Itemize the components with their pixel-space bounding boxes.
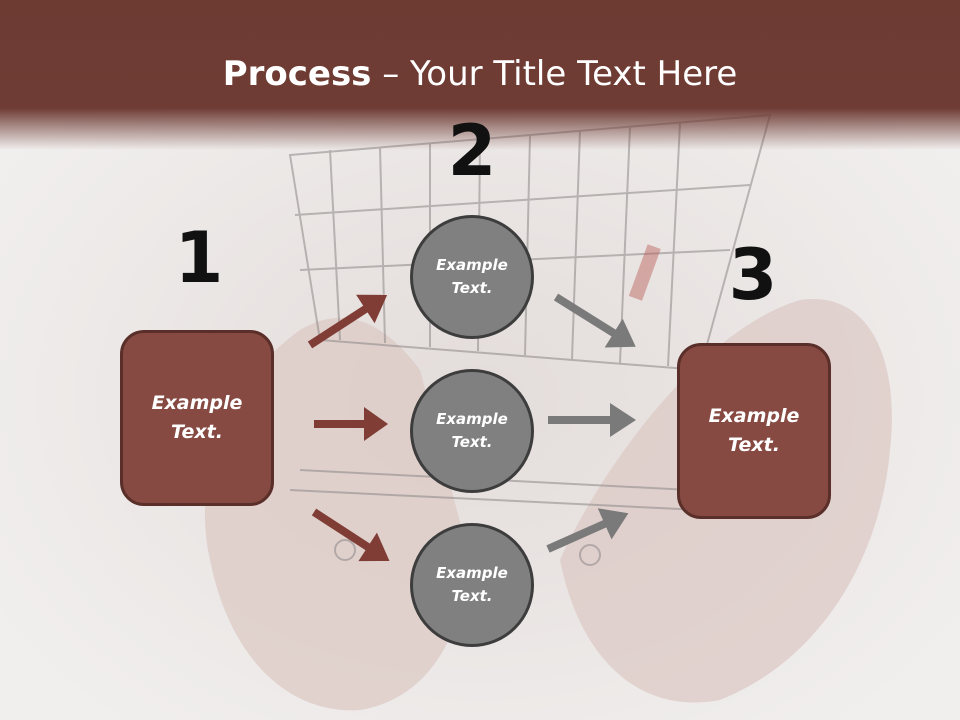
step-number-1: 1 xyxy=(174,217,224,299)
arrow-to-middle-circle xyxy=(314,407,388,441)
step-number-3: 3 xyxy=(728,234,778,316)
circle-middle: Example Text. xyxy=(410,369,534,493)
title-bold: Process xyxy=(222,54,372,94)
arrow-to-top-circle xyxy=(307,294,388,349)
left-step-box-label: Example Text. xyxy=(151,392,243,443)
step-number-2: 2 xyxy=(447,110,497,192)
slide-title: Process – Your Title Text Here xyxy=(0,52,960,96)
circle-bottom: Example Text. xyxy=(410,523,534,647)
right-step-box: Example Text. xyxy=(677,343,831,519)
circle-middle-label: Example Text. xyxy=(436,410,508,451)
right-step-box-label: Example Text. xyxy=(708,405,800,456)
arrow-from-bottom-circle xyxy=(546,508,629,553)
left-step-box: Example Text. xyxy=(120,330,274,506)
title-rest: – Your Title Text Here xyxy=(371,54,738,94)
arrow-to-bottom-circle xyxy=(311,508,390,562)
circle-bottom-label: Example Text. xyxy=(436,564,508,605)
arrow-from-middle-circle xyxy=(548,403,636,437)
arrow-from-top-circle xyxy=(553,293,636,348)
title-band xyxy=(0,0,960,150)
circle-top-label: Example Text. xyxy=(436,256,508,297)
circle-top: Example Text. xyxy=(410,215,534,339)
